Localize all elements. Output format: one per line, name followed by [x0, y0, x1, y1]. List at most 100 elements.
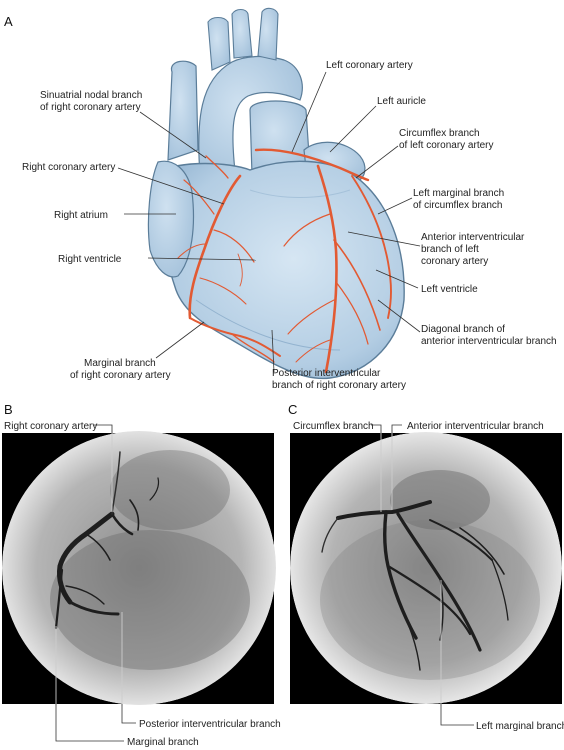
b-marginal [54, 568, 64, 630]
c-branch-2 [403, 613, 421, 671]
coronary-arteries [177, 148, 392, 374]
label-diagonal-1: Diagonal branch of [421, 324, 505, 335]
c-leader-left-marginal [440, 704, 474, 726]
rca-twig-1 [183, 179, 215, 215]
panel-letter-b: B [4, 402, 13, 417]
illustration-labels: Left coronary artery Sinuatrial nodal br… [22, 60, 557, 391]
illustration-leaders [117, 71, 421, 373]
diagonal-vessel-2 [335, 281, 369, 345]
b-label-rca: Right coronary artery [4, 421, 97, 432]
label-sinuatrial-2: of right coronary artery [40, 102, 141, 113]
label-left-marginal-1: Left marginal branch [413, 188, 504, 199]
label-circumflex-1: Circumflex branch [399, 128, 480, 139]
angiogram-c-heart-shadow [320, 520, 540, 680]
diagonal-vessel-1 [333, 239, 381, 331]
label-marginal-rca-2: of right coronary artery [70, 370, 171, 381]
b-branch-1 [110, 512, 134, 536]
heart-ventricles [157, 160, 405, 380]
heart-illustration [147, 7, 405, 380]
label-marginal-rca-1: Marginal branch [84, 358, 156, 369]
superior-vena-cava [167, 60, 199, 161]
label-right-atrium: Right atrium [54, 210, 108, 221]
leader-left-auricle [329, 105, 377, 153]
c-label-anterior-iv: Anterior interventricular branch [407, 421, 544, 432]
heart-contour [195, 299, 341, 351]
label-posterior-iv-1: Posterior interventricular [272, 368, 381, 379]
aorta [198, 55, 303, 181]
label-left-coronary-artery: Left coronary artery [326, 60, 413, 71]
c-label-circumflex: Circumflex branch [293, 421, 374, 432]
label-right-ventricle: Right ventricle [58, 254, 122, 265]
label-right-coronary-artery: Right coronary artery [22, 162, 115, 173]
label-posterior-iv-2: branch of right coronary artery [272, 380, 406, 391]
b-rca-distal [68, 600, 120, 616]
c-branch-3 [491, 559, 509, 621]
right-coronary-artery-vessel [188, 174, 242, 320]
leader-marginal-rca [155, 321, 205, 359]
label-diagonal-2: anterior interventricular branch [421, 336, 557, 347]
leader-left-marginal [377, 197, 413, 215]
c-catheter [321, 517, 339, 553]
label-left-auricle: Left auricle [377, 96, 426, 107]
angiogram-c-vessels [321, 500, 509, 671]
angiogram-b-heart-shadow [50, 530, 250, 670]
angiogram-b-field [2, 431, 276, 705]
leader-sinuatrial [139, 111, 207, 159]
label-circumflex-2: of left coronary artery [399, 140, 493, 151]
leader-posterior-iv [271, 329, 275, 373]
b-twig [149, 477, 160, 501]
sa-nodal-vessel [205, 155, 229, 179]
aortic-branch-1 [207, 16, 231, 71]
leader-left-coronary [291, 71, 327, 153]
aortic-branch-2 [231, 8, 253, 59]
b-leader-rca [94, 424, 113, 433]
leader-anterior-iv [347, 231, 421, 247]
b-leader-piv [121, 704, 136, 724]
lad-branch-1 [283, 213, 331, 247]
lad-branch-2 [287, 299, 335, 335]
lad-branch-3 [295, 339, 331, 363]
angiogram-b-vessels [54, 451, 160, 630]
b-label-piv: Posterior interventricular branch [139, 719, 281, 730]
b-branch-4 [65, 585, 105, 605]
rv-branch-1 [213, 229, 255, 263]
leader-circumflex [355, 145, 399, 179]
label-anterior-iv-2: branch of left [421, 244, 479, 255]
leader-right-coronary [117, 167, 225, 205]
b-label-marginal: Marginal branch [127, 737, 199, 748]
left-coronary-vessel [254, 148, 370, 182]
b-branch-3 [85, 533, 111, 561]
label-left-ventricle: Left ventricle [421, 284, 478, 295]
c-leader-anterior-iv [391, 424, 402, 433]
c-left-main [336, 500, 432, 520]
angiogram-c-upper-shadow [390, 470, 490, 530]
b-branch-2 [129, 499, 140, 531]
c-diagonal-2 [459, 527, 505, 575]
panel-letter-a: A [4, 14, 13, 29]
angiogram-c-field [290, 432, 562, 704]
label-anterior-iv-1: Anterior interventricular [421, 232, 525, 243]
heart-contour-2 [249, 189, 351, 198]
c-left-marginal [386, 564, 472, 636]
angiogram-c: Circumflex branch Anterior interventricu… [290, 421, 564, 732]
rca-posterior-iv-vessel [231, 333, 275, 363]
left-marginal-vessel [351, 175, 392, 319]
b-leader-marginal [55, 704, 124, 742]
label-anterior-iv-3: coronary artery [421, 256, 488, 267]
c-diagonal-1 [429, 519, 493, 561]
rca-twig-2 [177, 243, 207, 259]
c-label-left-marginal: Left marginal branch [476, 721, 564, 732]
rv-branch-2 [199, 277, 247, 305]
leader-right-ventricle [147, 257, 257, 261]
aortic-branch-3 [257, 7, 279, 61]
label-left-marginal-2: of circumflex branch [413, 200, 502, 211]
panel-letter-c: C [288, 402, 297, 417]
label-sinuatrial-1: Sinuatrial nodal branch [40, 90, 142, 101]
right-atrium-shape [147, 160, 195, 278]
leader-left-ventricle [375, 269, 419, 289]
lad-vessel [316, 164, 338, 374]
c-leader-circumflex [371, 424, 382, 433]
b-catheter [111, 451, 121, 515]
leader-diagonal [377, 299, 421, 333]
